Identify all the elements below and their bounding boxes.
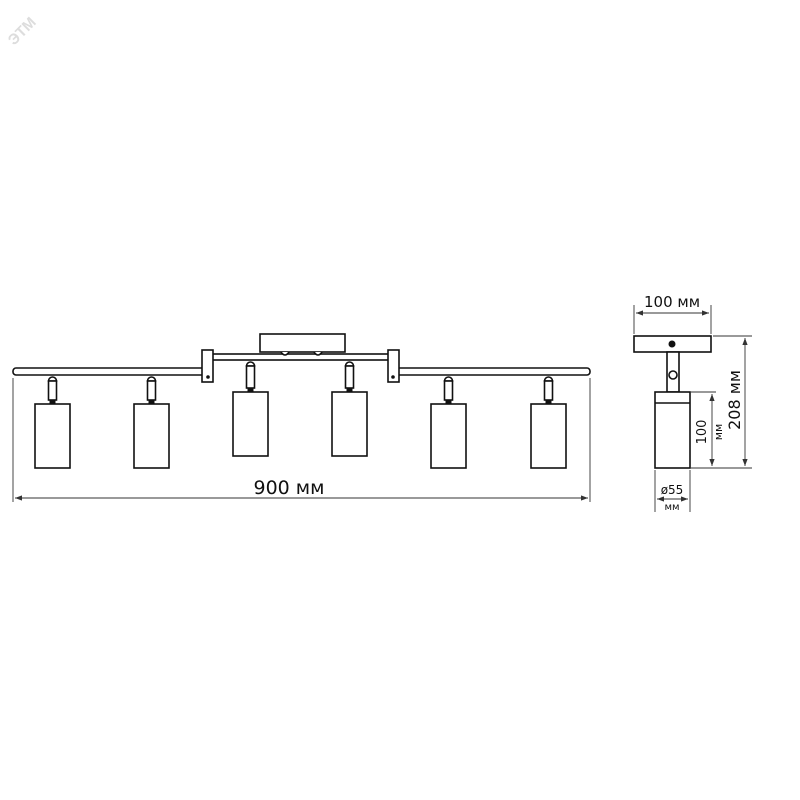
- right-bracket: [387, 349, 400, 383]
- middle-bar: [211, 353, 390, 361]
- spot-lamp: [133, 376, 170, 469]
- right-bar: [395, 367, 591, 376]
- front-view: 900 мм: [12, 333, 591, 502]
- canopy-width-label: 100 мм: [644, 293, 700, 311]
- spot-lamp: [530, 376, 567, 469]
- spot-lamp: [232, 361, 269, 457]
- svg-text:ЭТМ: ЭТМ: [5, 14, 40, 49]
- spot-lamp: [430, 376, 467, 469]
- shade-height-unit: мм: [712, 424, 725, 441]
- left-bar: [12, 367, 207, 376]
- width-label: 900 мм: [254, 477, 325, 499]
- total-height-label: 208 мм: [725, 370, 744, 430]
- diameter-value: ø55: [661, 483, 684, 497]
- ceiling-canopy: [259, 333, 346, 353]
- watermark-logo: ЭТМ: [5, 14, 40, 49]
- side-shade: [654, 391, 691, 469]
- diameter-unit: мм: [664, 502, 679, 513]
- shade-height-value: 100: [695, 420, 710, 445]
- side-view: 100 мм 208 мм 100 мм ø55 мм: [633, 293, 752, 513]
- spot-lamp: [34, 376, 71, 469]
- left-bracket: [201, 349, 214, 383]
- spot-lamp: [331, 361, 368, 457]
